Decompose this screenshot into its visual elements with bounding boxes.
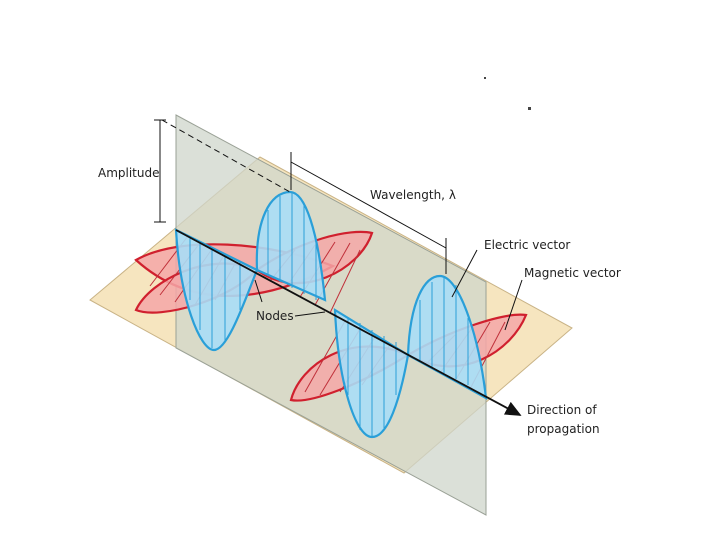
electric-vector-label: Electric vector — [484, 238, 570, 252]
wavelength-label: Wavelength, λ — [370, 188, 456, 202]
electric-leader — [451, 249, 478, 298]
magnetic-vector-label: Magnetic vector — [524, 266, 621, 280]
stray-mark — [484, 77, 486, 79]
electric-wave — [174, 190, 488, 439]
nodes-label: Nodes — [256, 309, 294, 323]
nodes-leader-2 — [294, 311, 326, 317]
direction-label-line2: propagation — [527, 422, 600, 436]
wavelength-bracket — [290, 152, 447, 274]
nodes-leader — [254, 279, 263, 303]
stray-mark-2 — [528, 107, 531, 110]
amplitude-label: Amplitude — [98, 166, 160, 180]
propagation-axis — [175, 229, 522, 416]
amplitude-bracket — [154, 119, 291, 223]
direction-label-line1: Direction of — [527, 403, 597, 417]
magnetic-leader — [504, 279, 523, 331]
